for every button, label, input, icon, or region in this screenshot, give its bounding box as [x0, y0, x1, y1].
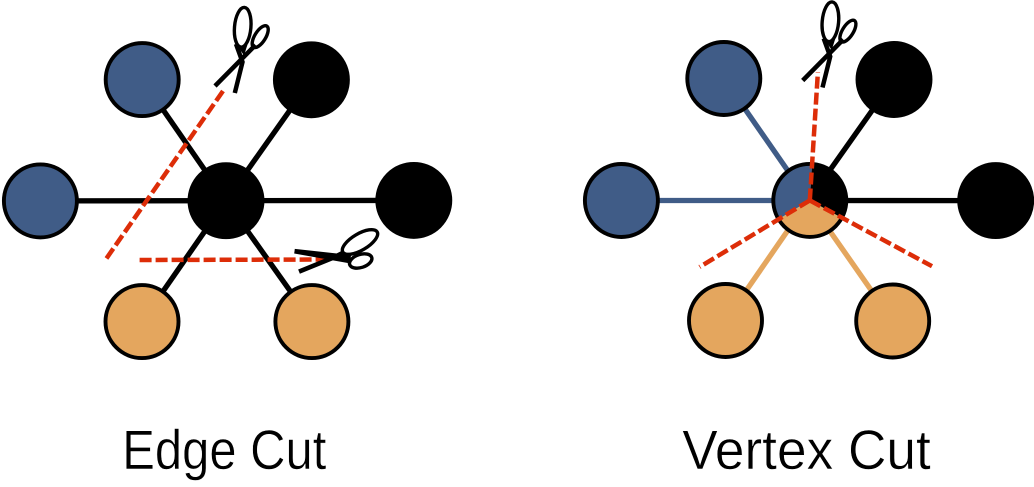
svg-text:Vertex Cut: Vertex Cut [682, 419, 931, 481]
svg-text:Edge Cut: Edge Cut [122, 419, 326, 481]
